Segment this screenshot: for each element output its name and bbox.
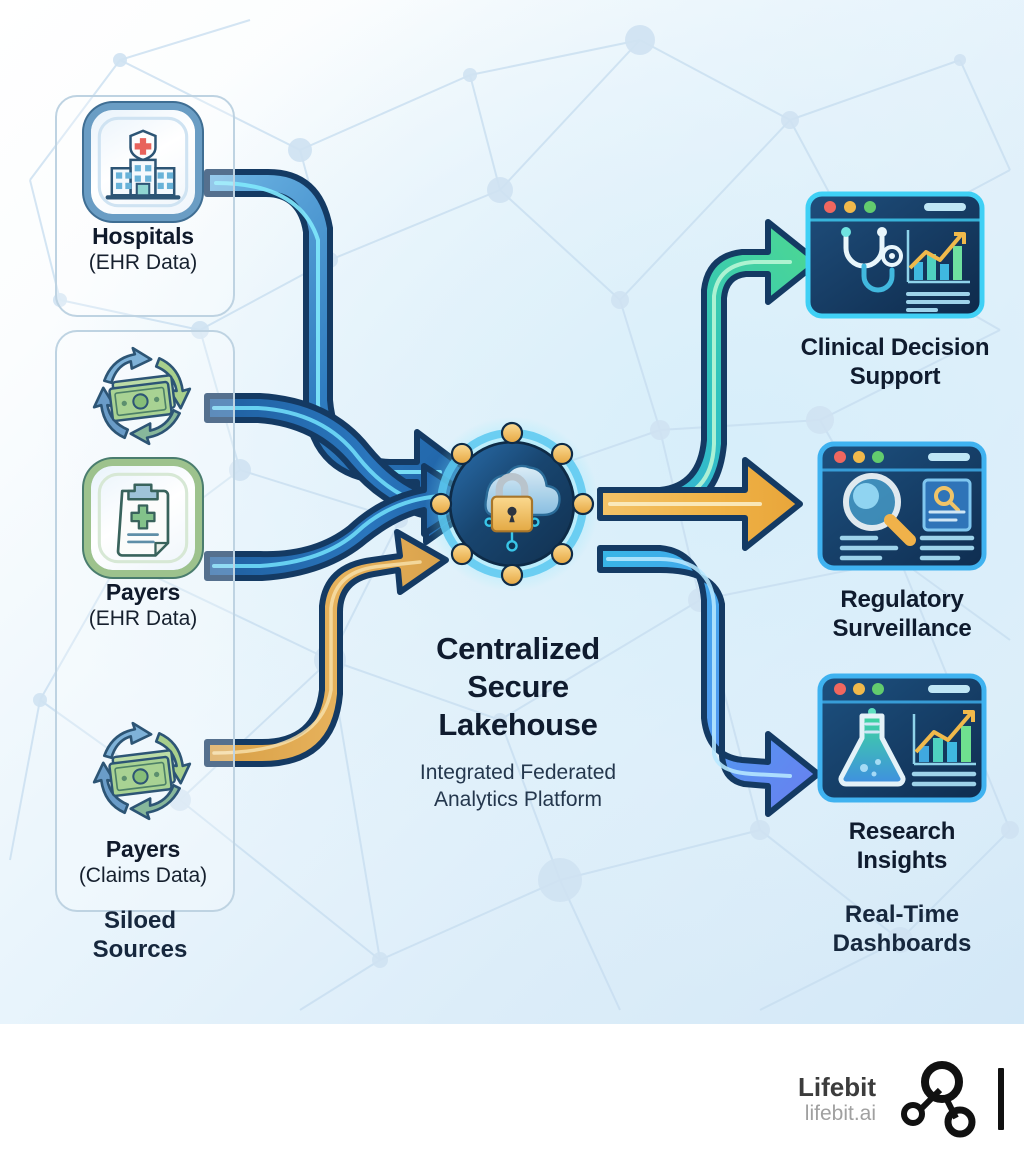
lifebit-node-graph-logo [901,1061,976,1138]
source-title: Payers [105,579,181,605]
output-title-line2: Insights [856,846,948,874]
hub-title-line2: Secure [467,668,569,704]
output-title-line2: Surveillance [832,614,972,642]
brand-url: lifebit.ai [804,1101,876,1125]
source-title: Payers [105,836,181,862]
flow-arrows [204,169,821,817]
hub-subtitle-line2: Analytics Platform [433,787,603,811]
source-title: Hospitals [92,223,194,249]
hub-subtitle-line1: Integrated Federated [419,761,617,784]
secure-lakehouse-hub[interactable] [421,413,603,595]
source-subtitle: (EHR Data) [88,606,198,630]
footer: Lifebit lifebit.ai [0,1024,1024,1154]
output-item-research-insights[interactable]: Research Insights [786,672,1018,876]
hub-subtitle: Integrated Federated Analytics Platform [358,760,678,814]
payment-cycle-icon [73,715,213,827]
background-network-pattern [9,19,1019,1011]
magnifier-document-icon [817,441,987,571]
siloed-sources-label: Siloed Sources [40,906,240,965]
output-item-regulatory-surveillance[interactable]: Regulatory Surveillance [786,440,1018,644]
illustration-canvas: Hospitals (EHR Data) [0,0,1024,1024]
arrow-hub-to-regulatory [597,457,803,551]
stethoscope-dashboard-icon [805,191,985,319]
medical-clipboard-icon [91,466,195,570]
flask-chart-icon [817,673,987,803]
arrow-payers-claims-to-hub [204,529,449,767]
payment-cycle-icon [73,340,213,452]
output-title: Research Insights [786,818,1018,876]
source-item-payers-ehr[interactable]: Payers (EHR Data) [55,340,231,631]
hub-title-line1: Centralized [436,631,600,666]
siloed-label-line2: Sources [92,936,188,964]
hub-title: Centralized Secure Lakehouse [368,630,668,743]
brand-block[interactable]: Lifebit lifebit.ai [798,1060,1004,1138]
output-title-line1: Clinical Decision [800,334,990,361]
hub-title-line3: Lakehouse [438,706,598,742]
source-item-hospitals[interactable]: Hospitals (EHR Data) [55,110,231,275]
output-title-line2: Support [849,362,941,390]
real-time-dashboards-line2: Dashboards [832,930,972,958]
real-time-dashboards-line1: Real-Time [844,901,960,928]
source-subtitle: (EHR Data) [88,250,198,274]
source-item-payers-claims[interactable]: Payers (Claims Data) [55,715,231,888]
siloed-label-line1: Siloed [103,907,176,934]
source-subtitle: (Claims Data) [78,863,208,887]
output-title-line1: Research [848,818,956,845]
real-time-dashboards-label: Real-Time Dashboards [786,900,1018,959]
brand-name: Lifebit [798,1071,876,1102]
brand-text: Lifebit lifebit.ai [798,1073,876,1126]
output-title: Regulatory Surveillance [786,586,1018,644]
output-title: Clinical Decision Support [770,334,1020,392]
output-item-clinical-decision-support[interactable]: Clinical Decision Support [770,190,1020,392]
hospital-icon [91,110,195,214]
output-title-line1: Regulatory [840,586,964,613]
brand-divider-bar [998,1068,1004,1130]
